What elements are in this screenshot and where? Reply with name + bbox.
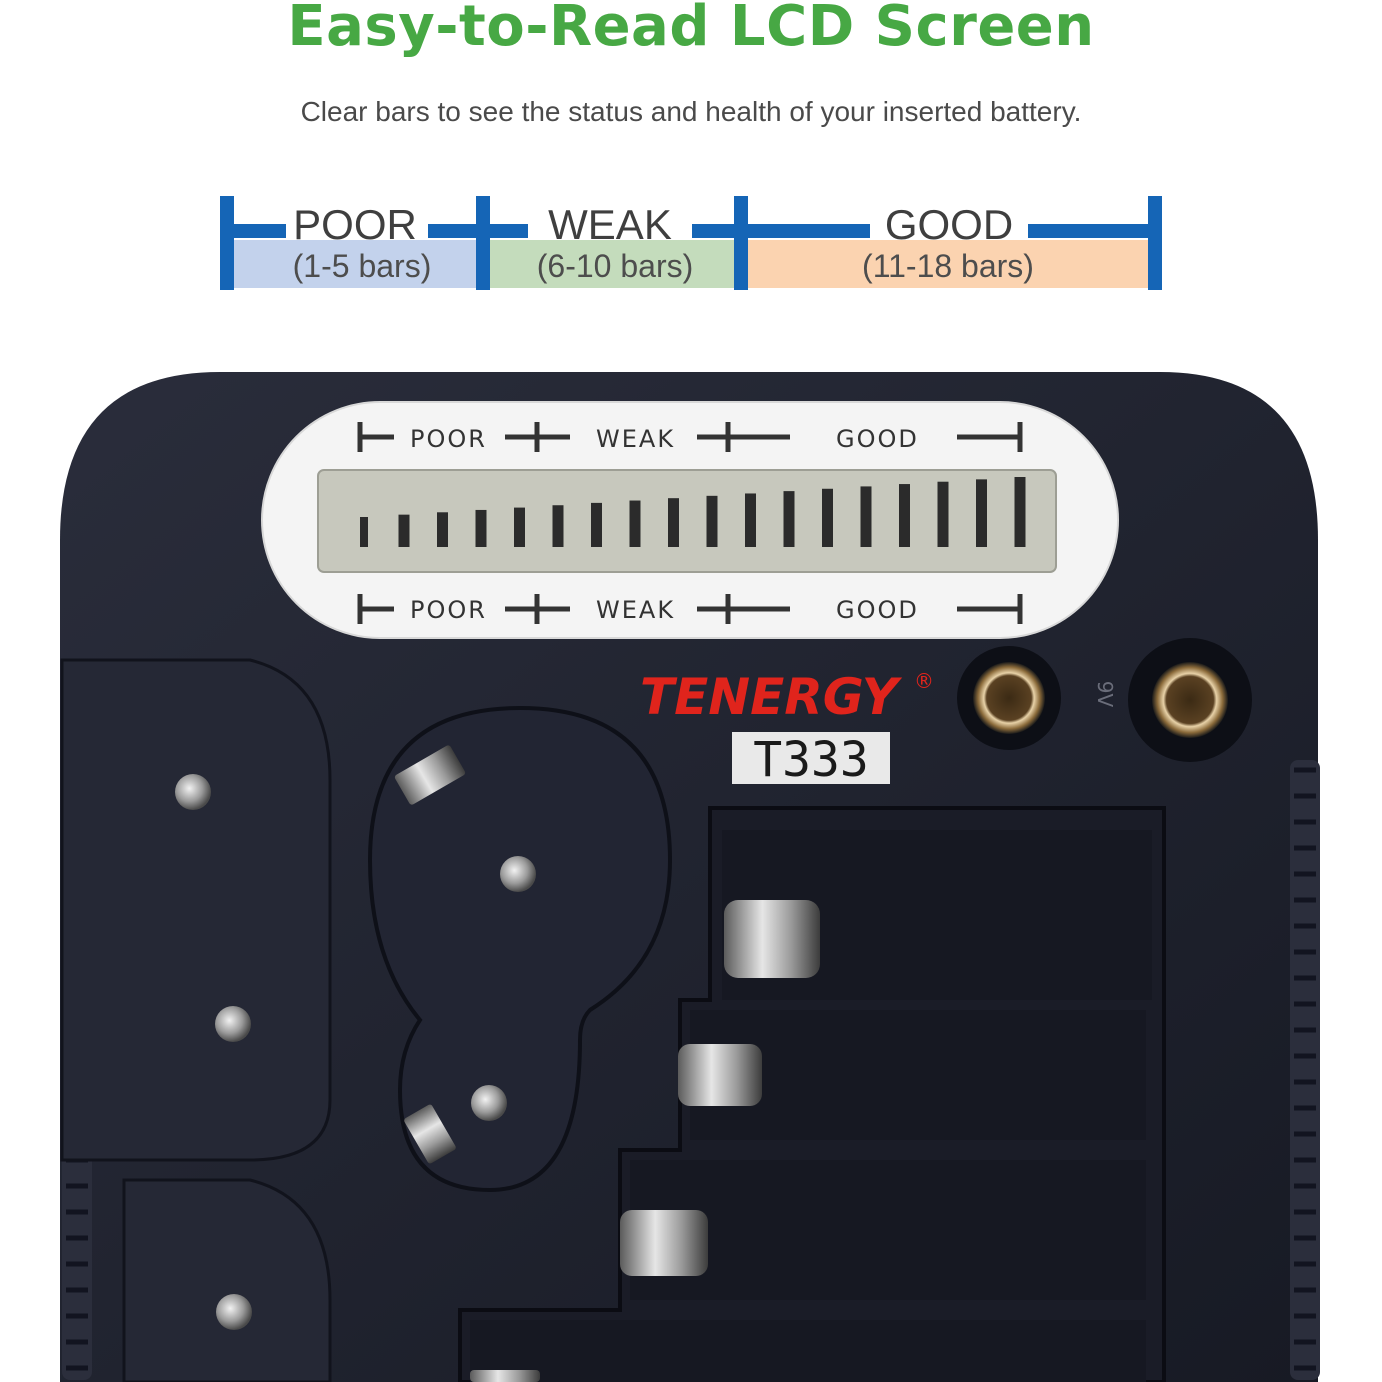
legend-bracket-lines xyxy=(220,196,1162,290)
contact-screw xyxy=(500,856,536,892)
lcd-bottom-good: GOOD xyxy=(836,596,919,624)
legend-poor-label: POOR xyxy=(293,201,417,248)
lcd-top-poor: POOR xyxy=(410,425,487,453)
lcd-bar xyxy=(552,505,564,547)
legend-good-fill xyxy=(748,240,1148,288)
model-label: T333 xyxy=(753,732,869,788)
legend-poor-fill xyxy=(234,240,490,288)
left-cell-slot xyxy=(60,658,332,1162)
brand-logo: TENERGY xyxy=(640,668,903,726)
legend-weak-label: WEAK xyxy=(548,201,672,248)
lcd-bar xyxy=(360,517,368,547)
lcd-bar xyxy=(591,502,602,547)
contact-screw xyxy=(216,1294,252,1330)
legend-poor-range: (1-5 bars) xyxy=(292,248,432,284)
lcd-bar xyxy=(398,514,410,547)
left-lower-slot xyxy=(122,1178,332,1382)
cylinder-battery-bays xyxy=(458,806,1166,1382)
lcd-bar xyxy=(437,512,448,547)
terminal-label: 9V xyxy=(1093,681,1117,708)
lcd-bar xyxy=(976,479,987,547)
lcd-bottom-weak: WEAK xyxy=(596,596,675,624)
contact-screw xyxy=(215,1006,251,1042)
legend-bracket xyxy=(220,196,1162,290)
9v-terminal-negative xyxy=(973,662,1045,734)
legend-weak-fill xyxy=(490,240,748,288)
lcd-top-weak: WEAK xyxy=(596,425,675,453)
lcd-bar xyxy=(899,484,910,547)
lcd-bottom-poor: POOR xyxy=(410,596,487,624)
coin-cell-recess xyxy=(367,705,673,1193)
legend-weak-range: (6-10 bars) xyxy=(536,248,694,284)
bay-contact xyxy=(678,1044,762,1106)
lcd-bar xyxy=(937,481,949,547)
lcd-bar xyxy=(822,488,833,547)
coin-contact-clip xyxy=(404,1104,456,1164)
lcd-bars xyxy=(360,477,1026,547)
model-label-plate xyxy=(732,732,890,784)
legend-good-range: (11-18 bars) xyxy=(862,248,1034,284)
contact-screw xyxy=(471,1085,507,1121)
lcd-bar xyxy=(706,495,718,547)
bay-contact xyxy=(470,1370,540,1382)
lcd-top-good: GOOD xyxy=(836,425,919,453)
bay-aa-cell xyxy=(630,1160,1146,1300)
bay-c-cell xyxy=(690,1010,1146,1140)
page-title: Easy-to-Read LCD Screen xyxy=(287,0,1095,59)
lcd-scale-top xyxy=(357,422,1023,452)
lcd-bar xyxy=(1014,477,1026,547)
registered-mark: ® xyxy=(914,669,934,693)
lcd-bar xyxy=(475,509,487,547)
lcd-bar xyxy=(745,493,756,547)
lcd-bar xyxy=(668,498,679,547)
coin-contact-clip xyxy=(394,745,466,805)
lcd-scale-bottom xyxy=(357,594,1023,624)
lcd-bar xyxy=(860,486,872,547)
bay-contact xyxy=(620,1210,708,1276)
bay-aaa-cell xyxy=(470,1320,1146,1382)
bay-contact xyxy=(724,900,820,978)
legend-good-label: GOOD xyxy=(884,201,1014,248)
lcd-bar xyxy=(629,500,641,547)
contact-screw xyxy=(175,774,211,810)
page-subtitle: Clear bars to see the status and health … xyxy=(300,96,1082,127)
lcd-bar xyxy=(783,491,795,547)
9v-terminal-positive xyxy=(1152,662,1228,738)
battery-health-legend: POOR (1-5 bars) WEAK (6-10 bars) GOOD (1… xyxy=(220,196,1162,292)
lcd-bar xyxy=(514,507,525,547)
